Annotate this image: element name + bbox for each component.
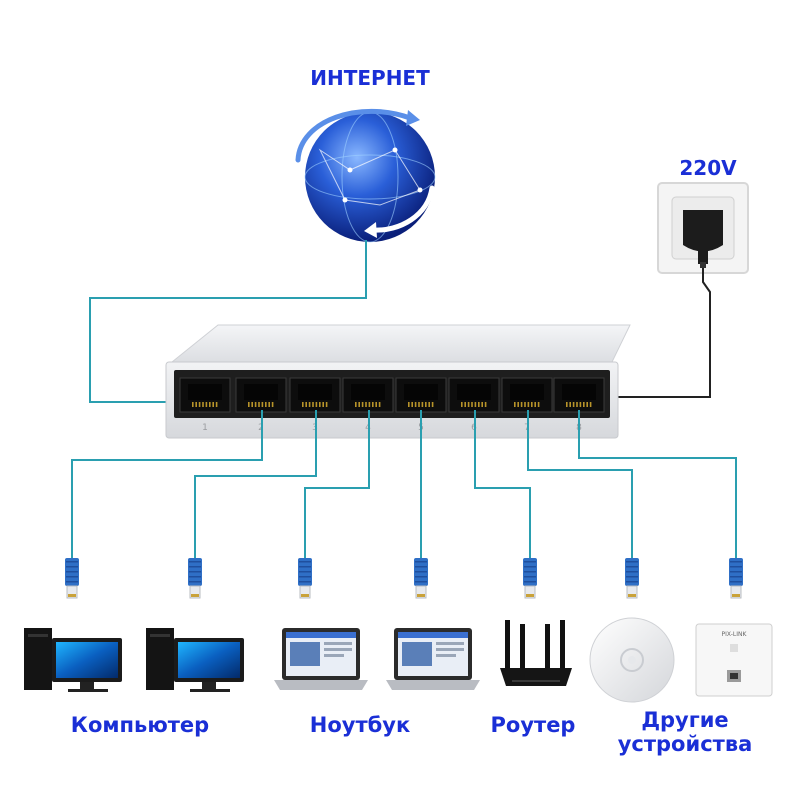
- laptop-2: [386, 628, 480, 690]
- other-devices-label-line2: устройства: [617, 732, 753, 756]
- internet-label: ИНТЕРНЕТ: [310, 66, 430, 90]
- rj45-connector-icon: [188, 558, 202, 599]
- cable-port-3: [194, 410, 317, 560]
- internet-cable-line: [89, 240, 367, 403]
- other-devices-label-line1: Другие: [641, 708, 729, 732]
- switch-port-4: 4: [342, 377, 394, 433]
- laptop-label: Ноутбук: [309, 713, 411, 737]
- cable-port-8: [578, 410, 737, 560]
- port-number-1: 1: [202, 423, 208, 433]
- rj45-connector-icon: [298, 558, 312, 599]
- cable-port-4: [304, 410, 370, 560]
- rj45-connector-icon: [625, 558, 639, 599]
- power-cable-line: [618, 268, 711, 398]
- rj45-connector-icon: [65, 558, 79, 599]
- wall-panel-device: PIX-LINK: [695, 623, 773, 697]
- rj45-connector-icon: [414, 558, 428, 599]
- switch-port-1: 1: [179, 377, 231, 433]
- power-label: 220V: [679, 156, 737, 180]
- rj45-connector-icon: [729, 558, 743, 599]
- router-icon: [500, 620, 572, 686]
- desktop-computer-2: [146, 628, 244, 692]
- cable-port-2: [71, 410, 263, 560]
- power-socket-icon: [657, 182, 749, 274]
- cable-port-7: [527, 410, 633, 560]
- computer-label: Компьютер: [70, 713, 210, 737]
- rj45-connector-icon: [523, 558, 537, 599]
- wall-panel-brand: PIX-LINK: [722, 631, 748, 638]
- access-point-icon: [589, 617, 675, 703]
- laptop-1: [274, 628, 368, 690]
- router-label: Роутер: [490, 713, 576, 737]
- switch-port-6: 6: [448, 377, 500, 433]
- cable-port-6: [474, 410, 531, 560]
- switch-port-2: 2: [235, 377, 287, 433]
- port-cables: [71, 410, 737, 560]
- globe-icon: [295, 108, 436, 243]
- switch-port-7: 7: [501, 377, 553, 433]
- switch-port-5: 5: [395, 377, 447, 433]
- desktop-computer-1: [24, 628, 122, 692]
- switch-port-3: 3: [289, 377, 341, 433]
